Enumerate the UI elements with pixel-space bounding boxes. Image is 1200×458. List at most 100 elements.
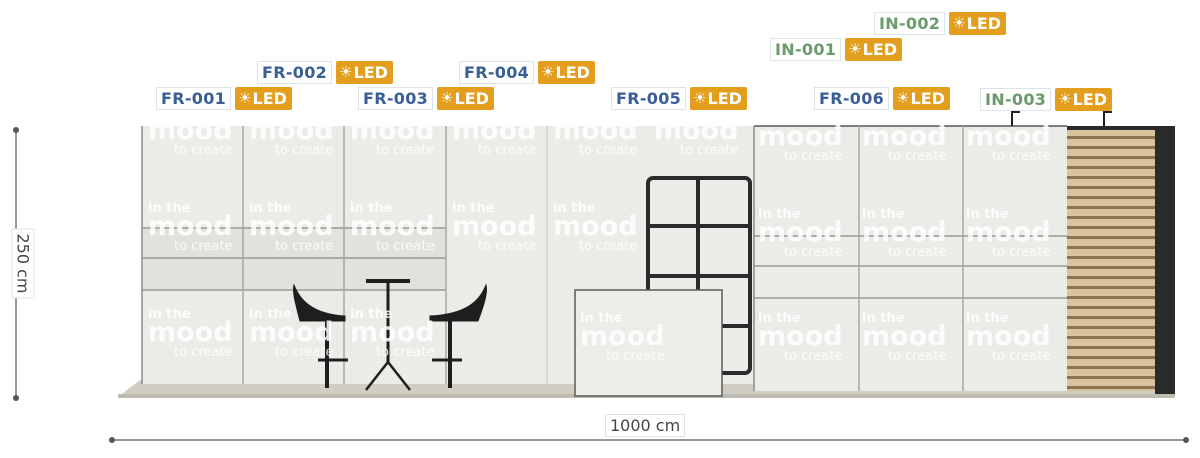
panel-watermark-text: mood — [966, 321, 1051, 352]
panel-watermark-text: in the — [966, 111, 1009, 126]
panel-watermark-text: to create — [478, 239, 536, 254]
in002-code: IN-002 — [874, 12, 946, 35]
height-dimension-label: 250 cm — [11, 228, 35, 299]
sun-icon: ☀ — [238, 89, 252, 107]
panel-watermark-text: in the — [350, 201, 393, 216]
panel-watermark-text: mood — [148, 317, 233, 348]
fr005-led-badge: ☀LED — [690, 87, 747, 110]
panel-watermark-text: to create — [992, 149, 1050, 164]
panel-watermark-text: in the — [862, 207, 905, 222]
panel-watermark-text: in the — [249, 201, 292, 216]
wood-slat-wall — [1067, 126, 1155, 391]
panel-watermark-text: to create — [992, 245, 1050, 260]
sun-icon: ☀ — [848, 40, 862, 58]
tag-in002[interactable]: IN-002 ☀LED — [874, 12, 1007, 35]
sun-icon: ☀ — [1058, 90, 1072, 108]
panel-watermark-text: mood — [350, 115, 435, 146]
panel-watermark-text: mood — [249, 115, 334, 146]
panel-watermark-text: to create — [888, 349, 946, 364]
panel-watermark-text: to create — [784, 149, 842, 164]
fr004-led-badge: ☀LED — [538, 61, 595, 84]
panel-watermark-text: mood — [350, 211, 435, 242]
tag-fr006[interactable]: FR-006 ☀LED — [814, 87, 950, 110]
panel-watermark-text: to create — [680, 143, 738, 158]
panel-watermark-text: mood — [148, 115, 233, 146]
panel-watermark-text: mood — [553, 115, 638, 146]
in002-led-badge: ☀LED — [949, 12, 1007, 35]
panel-watermark-text: in the — [862, 111, 905, 126]
panel-watermark-text: mood — [148, 211, 233, 242]
fr001-code: FR-001 — [156, 87, 232, 110]
panel-watermark-text: mood — [862, 217, 947, 248]
panel-watermark-text: in the — [966, 207, 1009, 222]
counter — [574, 289, 723, 397]
sun-icon: ☀ — [339, 63, 353, 81]
bar-furniture — [293, 279, 487, 391]
spotlight-fixtures — [1011, 111, 1112, 126]
in001-led-badge: ☀LED — [845, 38, 903, 61]
panel-watermark-text: to create — [376, 345, 434, 360]
panel-watermark-text: in the — [553, 201, 596, 216]
panel-watermark-text: to create — [579, 239, 637, 254]
in003-code: IN-003 — [980, 88, 1052, 111]
sun-icon: ☀ — [541, 63, 555, 81]
fr003-code: FR-003 — [358, 87, 434, 110]
panel-watermark-text: to create — [579, 143, 637, 158]
sun-icon: ☀ — [952, 14, 966, 32]
panel-watermark-text: to create — [784, 349, 842, 364]
panel-watermark-text: mood — [758, 217, 843, 248]
panel-watermark-text: mood — [862, 121, 947, 152]
tag-fr005[interactable]: FR-005 ☀LED — [611, 87, 747, 110]
sun-icon: ☀ — [693, 89, 707, 107]
panel-watermark-text: to create — [992, 349, 1050, 364]
tag-fr004[interactable]: FR-004 ☀LED — [459, 61, 595, 84]
fr003-led-badge: ☀LED — [437, 87, 494, 110]
panel-watermark-text: to create — [478, 143, 536, 158]
panel-watermark-text: in the — [249, 307, 292, 322]
panel-watermark-text: to create — [275, 143, 333, 158]
panel-watermark-text: mood — [553, 211, 638, 242]
panel-watermark-text: mood — [249, 317, 334, 348]
tag-in003[interactable]: IN-003 ☀LED — [980, 88, 1113, 111]
tag-in001[interactable]: IN-001 ☀LED — [770, 38, 903, 61]
panel-watermark-text: in the — [862, 311, 905, 326]
fr006-code: FR-006 — [814, 87, 890, 110]
panel-watermark-text: mood — [452, 115, 537, 146]
panel-watermark-text: to create — [174, 239, 232, 254]
panel-watermark-text: in the — [148, 201, 191, 216]
panel-watermark-text: in the — [758, 111, 801, 126]
panel-watermark-text: in the — [758, 207, 801, 222]
fr006-led-badge: ☀LED — [893, 87, 950, 110]
panel-watermark-text: mood — [249, 211, 334, 242]
panel-watermark-text: to create — [376, 143, 434, 158]
fr002-led-badge: ☀LED — [336, 61, 393, 84]
panel-watermark-text: mood — [580, 321, 665, 352]
panel-watermark-text: mood — [862, 321, 947, 352]
panel-watermark-text: in the — [966, 311, 1009, 326]
fr004-code: FR-004 — [459, 61, 535, 84]
panel-watermark-text: mood — [350, 317, 435, 348]
tag-fr001[interactable]: FR-001 ☀LED — [156, 87, 292, 110]
panel-watermark-text: to create — [888, 149, 946, 164]
panel-watermark-text: mood — [758, 321, 843, 352]
fr002-code: FR-002 — [257, 61, 333, 84]
panel-watermark-text: in the — [148, 307, 191, 322]
right-wall — [753, 125, 1067, 391]
wall-end-post — [1155, 126, 1175, 394]
sun-icon: ☀ — [896, 89, 910, 107]
panel-watermark-text: in the — [452, 201, 495, 216]
tag-fr003[interactable]: FR-003 ☀LED — [358, 87, 494, 110]
tag-fr002[interactable]: FR-002 ☀LED — [257, 61, 393, 84]
in003-led-badge: ☀LED — [1055, 88, 1113, 111]
panel-watermark-text: in the — [350, 307, 393, 322]
panel-watermark-text: mood — [758, 121, 843, 152]
panel-watermark-text: in the — [553, 105, 596, 120]
panel-watermark-text: mood — [966, 217, 1051, 248]
panel-watermark-text: to create — [888, 245, 946, 260]
width-dimension-label: 1000 cm — [605, 414, 686, 437]
in001-code: IN-001 — [770, 38, 842, 61]
panel-watermark-text: mood — [654, 115, 739, 146]
panel-watermark-text: to create — [275, 239, 333, 254]
